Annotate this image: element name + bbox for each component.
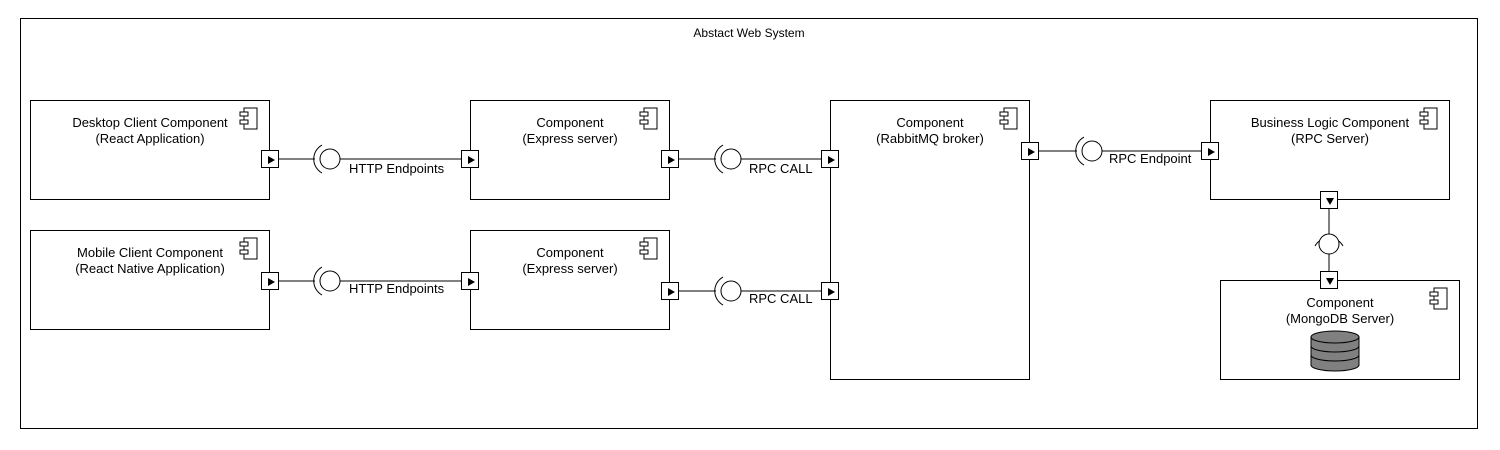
lollipop-http1 [319, 148, 341, 170]
component-name: Component [536, 115, 604, 130]
socket-http2 [313, 266, 323, 296]
socket-http1 [313, 144, 323, 174]
component-label: Business Logic Component (RPC Server) [1211, 115, 1449, 147]
component-icon [1419, 107, 1438, 130]
business-logic-component[interactable]: Business Logic Component (RPC Server) [1210, 100, 1450, 200]
label-rpc1: RPC CALL [749, 161, 813, 176]
lollipop-mongo [1318, 233, 1340, 255]
component-icon [239, 107, 258, 130]
port-express2-in[interactable] [461, 272, 479, 290]
socket-rpc1 [714, 144, 724, 174]
database-icon [1310, 330, 1360, 372]
port-arrow-icon [668, 156, 675, 164]
lollipop-rpc-endpoint [1081, 140, 1103, 162]
port-arrow-icon [668, 288, 675, 296]
port-arrow-icon [1326, 278, 1334, 285]
port-arrow-icon [1028, 148, 1035, 156]
port-rabbit-out[interactable] [1021, 142, 1039, 160]
system-title: Abstact Web System [693, 26, 805, 40]
port-arrow-icon [268, 156, 275, 164]
component-label: Component (Express server) [471, 115, 669, 147]
rabbitmq-broker-component[interactable]: Component (RabbitMQ broker) [830, 100, 1030, 380]
port-arrow-icon [828, 288, 835, 296]
label-rpc-endpoint: RPC Endpoint [1109, 151, 1192, 166]
component-name: Business Logic Component [1250, 115, 1410, 130]
component-name: Mobile Client Component [77, 245, 223, 260]
port-arrow-icon [468, 156, 475, 164]
component-name: Component [536, 245, 604, 260]
component-label: Component (Express server) [471, 245, 669, 277]
port-express1-in[interactable] [461, 150, 479, 168]
port-express1-out[interactable] [661, 150, 679, 168]
component-icon [1429, 287, 1448, 310]
component-label: Component (RabbitMQ broker) [831, 115, 1029, 147]
port-rabbit-in-2[interactable] [821, 282, 839, 300]
port-arrow-icon [1326, 198, 1334, 205]
express-server-component-2[interactable]: Component (Express server) [470, 230, 670, 330]
label-http2: HTTP Endpoints [349, 281, 445, 296]
mobile-client-component[interactable]: Mobile Client Component (React Native Ap… [30, 230, 270, 330]
component-detail: (MongoDB Server) [1285, 311, 1395, 326]
port-mobile-out[interactable] [261, 272, 279, 290]
lollipop-rpc2 [720, 280, 742, 302]
port-desktop-out[interactable] [261, 150, 279, 168]
component-label: Mobile Client Component (React Native Ap… [31, 245, 269, 277]
component-detail: (React Application) [95, 131, 205, 146]
label-rpc2: RPC CALL [749, 291, 813, 306]
port-business-out[interactable] [1320, 191, 1338, 209]
express-server-component-1[interactable]: Component (Express server) [470, 100, 670, 200]
mongodb-server-component[interactable]: Component (MongoDB Server) [1220, 280, 1460, 380]
socket-rpc-endpoint [1075, 136, 1085, 166]
port-mongo-in[interactable] [1320, 271, 1338, 289]
lollipop-rpc1 [720, 148, 742, 170]
component-label: Component (MongoDB Server) [1221, 295, 1459, 327]
component-detail: (Express server) [522, 261, 618, 276]
component-name: Desktop Client Component [72, 115, 228, 130]
component-icon [999, 107, 1018, 130]
port-arrow-icon [1208, 148, 1215, 156]
component-icon [639, 237, 658, 260]
desktop-client-component[interactable]: Desktop Client Component (React Applicat… [30, 100, 270, 200]
component-name: Component [1306, 295, 1374, 310]
socket-rpc2 [714, 276, 724, 306]
port-arrow-icon [268, 278, 275, 286]
port-arrow-icon [468, 278, 475, 286]
component-detail: (RabbitMQ broker) [876, 131, 984, 146]
component-detail: (RPC Server) [1290, 131, 1369, 146]
component-icon [639, 107, 658, 130]
port-arrow-icon [828, 156, 835, 164]
system-boundary [20, 18, 1478, 429]
port-business-in[interactable] [1201, 142, 1219, 160]
port-rabbit-in-1[interactable] [821, 150, 839, 168]
label-http1: HTTP Endpoints [349, 161, 445, 176]
lollipop-http2 [319, 270, 341, 292]
component-detail: (React Native Application) [75, 261, 225, 276]
component-icon [239, 237, 258, 260]
component-name: Component [896, 115, 964, 130]
component-detail: (Express server) [522, 131, 618, 146]
component-label: Desktop Client Component (React Applicat… [31, 115, 269, 147]
port-express2-out[interactable] [661, 282, 679, 300]
